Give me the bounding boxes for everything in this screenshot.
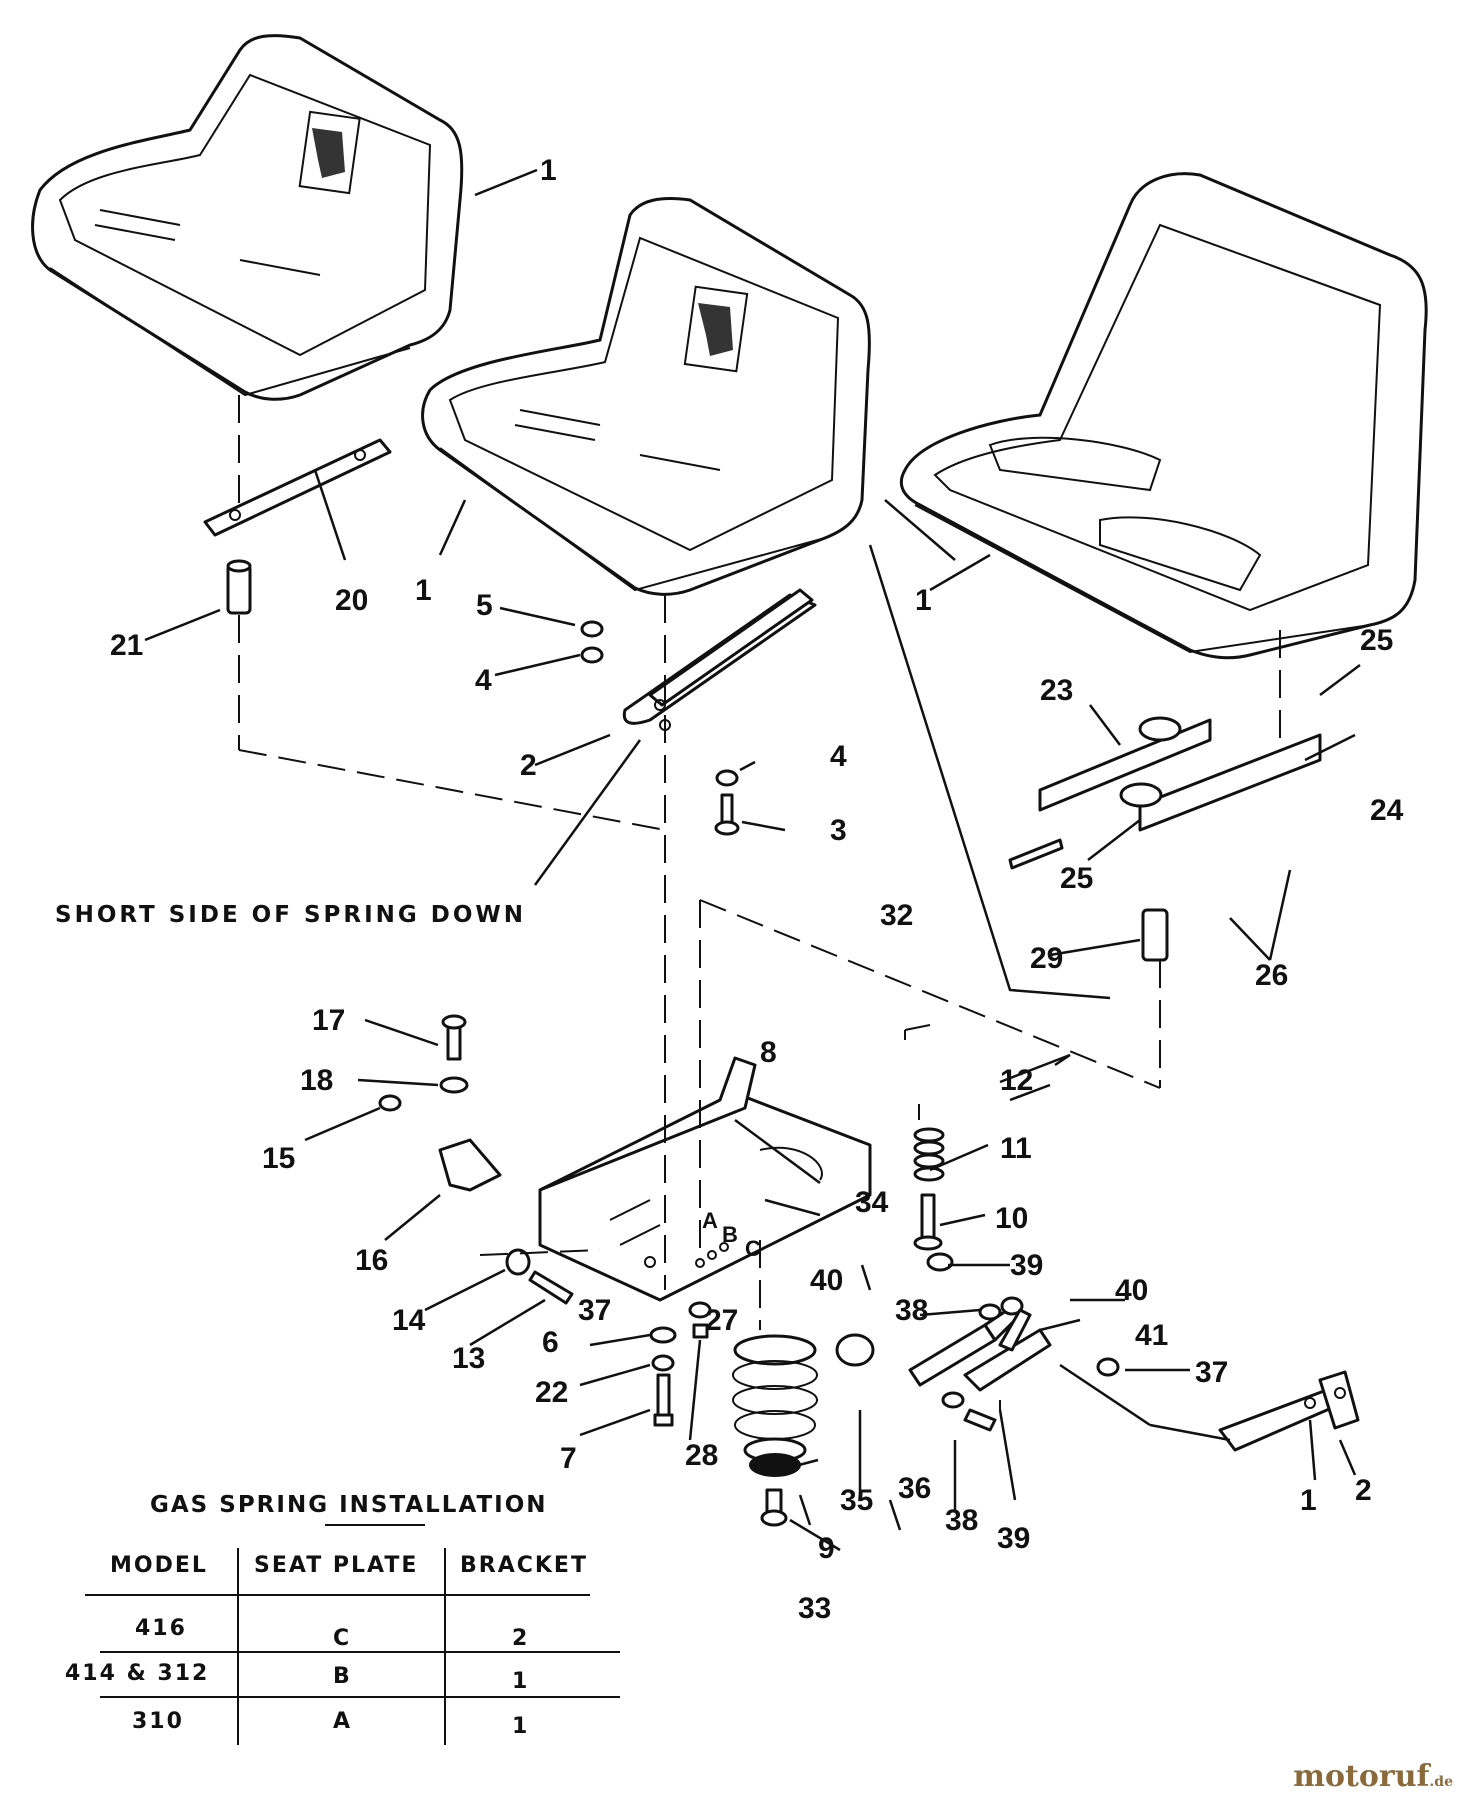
- position-B: B: [722, 1222, 738, 1247]
- callout-9: 9: [818, 1532, 835, 1565]
- table-cell: 416: [135, 1616, 187, 1641]
- seat-left: [31, 34, 464, 401]
- position-C: C: [745, 1236, 761, 1261]
- spring-bracket-2: [622, 588, 817, 731]
- table-cell: 1: [512, 1714, 529, 1739]
- callout-39: 39: [1010, 1249, 1043, 1282]
- callout-39: 39: [997, 1522, 1030, 1555]
- callout-25: 25: [1360, 624, 1393, 657]
- table-cell: 310: [132, 1709, 184, 1734]
- note-spring-orientation: SHORT SIDE OF SPRING DOWN: [55, 902, 526, 928]
- mounting-bracket: [1218, 1370, 1360, 1452]
- table-cell: B: [333, 1664, 352, 1689]
- callout-18: 18: [300, 1064, 333, 1097]
- table-cell: 2: [512, 1626, 529, 1651]
- callout-38: 38: [895, 1294, 928, 1327]
- callout-26: 26: [1255, 959, 1288, 992]
- callout-24: 24: [1370, 794, 1404, 827]
- callout-25: 25: [1060, 862, 1093, 895]
- callout-28: 28: [685, 1439, 718, 1472]
- callout-1: 1: [540, 154, 557, 187]
- bracket-16: [378, 1014, 502, 1192]
- slide-rails: [1008, 716, 1322, 870]
- callout-12: 12: [1000, 1064, 1033, 1097]
- watermark-suffix: .de: [1429, 1774, 1453, 1790]
- callout-bracket-1: 1: [1300, 1484, 1317, 1517]
- table-header-model: MODEL: [110, 1553, 208, 1578]
- callout-37: 37: [1195, 1356, 1228, 1389]
- callout-4: 4: [475, 664, 492, 697]
- callout-11: 11: [1000, 1132, 1032, 1165]
- callout-27: 27: [705, 1304, 738, 1337]
- callout-bracket-2: 2: [1355, 1474, 1372, 1507]
- strap-20: [203, 438, 392, 537]
- callout-22: 22: [535, 1376, 568, 1409]
- table-cell: A: [333, 1709, 352, 1734]
- coil-spring-35: [732, 1334, 818, 1527]
- callout-16: 16: [355, 1244, 388, 1277]
- callout-15: 15: [262, 1142, 295, 1175]
- spacer-21: [226, 559, 252, 615]
- callout-10: 10: [995, 1202, 1028, 1235]
- callout-40: 40: [1115, 1274, 1148, 1307]
- table-title: GAS SPRING INSTALLATION: [150, 1492, 548, 1518]
- spring-11: [904, 1024, 945, 1251]
- callout-2: 2: [520, 749, 537, 782]
- callout-14: 14: [392, 1304, 426, 1337]
- callout-4: 4: [830, 740, 847, 773]
- callout-labels: 1 1 1 20 21 5 4 2 4 3 SHORT SIDE OF SPRI…: [55, 154, 1404, 1625]
- outline-32: [868, 499, 1111, 1000]
- callout-33: 33: [798, 1592, 831, 1625]
- callout-38: 38: [945, 1504, 978, 1537]
- assembly-lines: [238, 395, 1281, 1410]
- callout-1: 1: [915, 584, 932, 617]
- gas-spring-assembly: [835, 1252, 1120, 1432]
- hardware-left-bolts: [505, 1248, 712, 1427]
- gas-spring-table: GAS SPRING INSTALLATION MODEL SEAT PLATE…: [65, 1492, 620, 1745]
- watermark-text: motoruf: [1293, 1759, 1430, 1794]
- callout-8: 8: [760, 1036, 777, 1069]
- seat-right: [899, 172, 1428, 660]
- watermark: motoruf.de: [1293, 1759, 1453, 1794]
- callout-3: 3: [830, 814, 847, 847]
- callout-5: 5: [476, 589, 493, 622]
- table-cell: 1: [512, 1669, 529, 1694]
- table-header-bracket: BRACKET: [460, 1553, 588, 1578]
- callout-41: 41: [1135, 1319, 1168, 1352]
- callout-29: 29: [1030, 942, 1063, 975]
- table-header-seat-plate: SEAT PLATE: [254, 1553, 418, 1578]
- seat-center: [421, 197, 871, 596]
- leader-lines: [144, 168, 1361, 1552]
- callout-40: 40: [810, 1264, 843, 1297]
- callout-1: 1: [415, 574, 432, 607]
- callout-37: 37: [578, 1294, 611, 1327]
- table-cell: C: [333, 1626, 351, 1651]
- callout-6: 6: [542, 1326, 559, 1359]
- callout-34: 34: [855, 1186, 889, 1219]
- hardware-nut-washer-bolt: [580, 620, 740, 836]
- position-A: A: [702, 1208, 718, 1233]
- table-cell: 414 & 312: [65, 1661, 209, 1686]
- callout-21: 21: [110, 629, 143, 662]
- callout-7: 7: [560, 1442, 577, 1475]
- callout-36: 36: [898, 1472, 931, 1505]
- callout-23: 23: [1040, 674, 1073, 707]
- callout-17: 17: [312, 1004, 345, 1037]
- callout-20: 20: [335, 584, 368, 617]
- spacer-29: [1141, 908, 1169, 962]
- callout-13: 13: [452, 1342, 485, 1375]
- callout-32: 32: [880, 899, 913, 932]
- callout-35: 35: [840, 1484, 873, 1517]
